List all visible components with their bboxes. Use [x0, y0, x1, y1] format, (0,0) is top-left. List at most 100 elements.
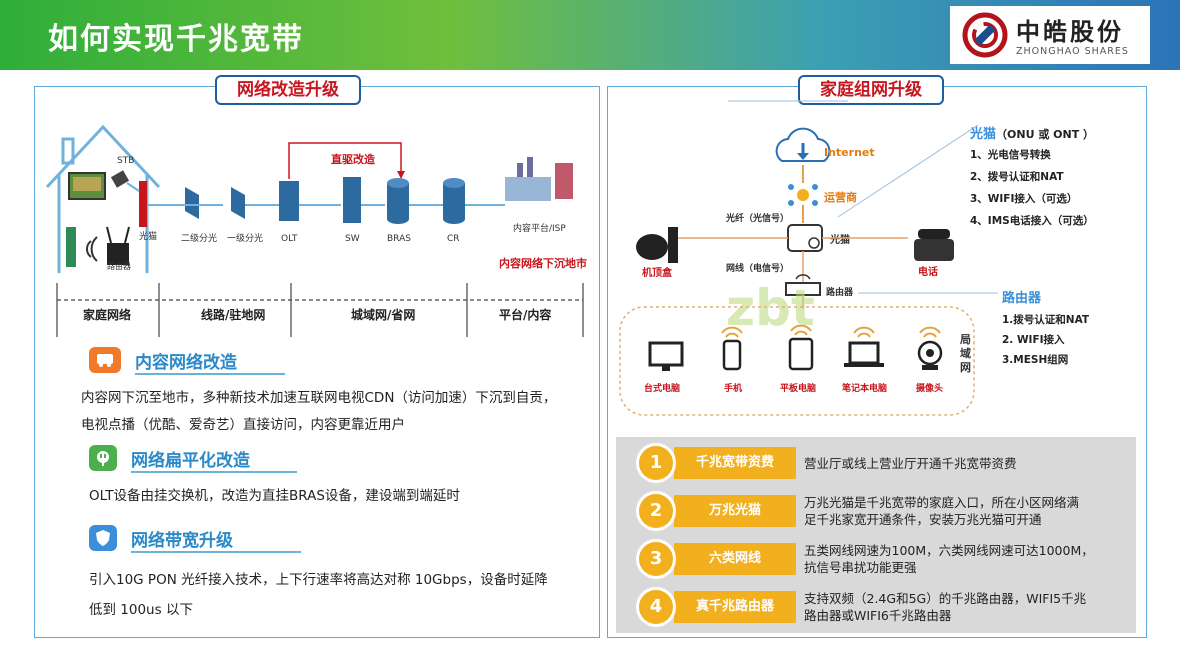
wifi-signal-icons [721, 324, 941, 338]
stb-label: 机顶盒 [642, 266, 673, 279]
step-row-4: 真千兆路由器 4 支持双频（2.4G和5G）的千兆路由器，WIFI5千兆 路由器… [616, 585, 1136, 629]
cable-label: 网线（电信号） [726, 262, 789, 274]
item-flatten-network: 网络扁平化改造 [89, 445, 250, 471]
isp-platform-icon [505, 157, 573, 201]
tv-icon [68, 172, 106, 200]
modem-icon [139, 181, 147, 227]
step-3-text: 五类网线网速为100M，六类网线网速可达1000M， 抗信号串扰功能更强 [804, 543, 1094, 575]
step-3-number: 3 [636, 539, 676, 579]
modem-info-item: 3、WIFI接入（可选） [970, 193, 1078, 205]
device-camera-label: 摄像头 [916, 382, 943, 394]
step-1-text: 营业厅或线上营业厅开通千兆宽带资费 [804, 455, 1017, 471]
device-desktop-label: 台式电脑 [644, 382, 680, 394]
modem-icon [787, 224, 823, 252]
item-flatten-network-title: 网络扁平化改造 [131, 450, 250, 471]
operator-icon [788, 184, 818, 206]
modem-label: 光猫 [139, 230, 157, 242]
cloud-icon [775, 127, 831, 162]
step-row-3: 六类网线 3 五类网线网速为100M，六类网线网速可达1000M， 抗信号串扰功… [616, 537, 1136, 581]
zone-dividers [56, 283, 584, 337]
network-upgrade-title: 网络改造升级 [215, 75, 361, 105]
stb-box-icon [110, 170, 130, 188]
shield-icon [89, 525, 117, 551]
page-title: 如何实现千兆宽带 [48, 22, 304, 57]
telephone-icon [914, 229, 954, 261]
camera-icon [917, 340, 943, 370]
router-label: 路由器 [107, 261, 131, 271]
tablet-icon [788, 337, 814, 371]
lan-label-1: 局 [959, 333, 971, 346]
zone-metro: 城域网/省网 [351, 307, 415, 322]
splitter-2-label: 二级分光 [181, 232, 217, 244]
phone-label: 电话 [918, 265, 938, 278]
device-tablet-label: 平板电脑 [780, 382, 816, 394]
content-sink-label: 内容网络下沉地市 [499, 256, 587, 270]
sw-label: SW [345, 234, 360, 244]
device-laptop-label: 笔记本电脑 [842, 382, 887, 394]
home-network-panel: 家庭组网升级 Internet 运营商 光纤（光信号） 光猫 [607, 75, 1147, 638]
modem-label: 光猫 [829, 233, 850, 246]
step-row-2: 万兆光猫 2 万兆光猫是千兆宽带的家庭入口，所在小区网络满 足千兆家宽开通条件，… [616, 489, 1136, 533]
step-1-label: 千兆宽带资费 [674, 447, 796, 479]
zone-home: 家庭网络 [83, 307, 131, 322]
operator-label: 运营商 [824, 190, 857, 204]
step-2-text: 万兆光猫是千兆宽带的家庭入口，所在小区网络满 足千兆家宽开通条件，安装万兆光猫可… [804, 495, 1080, 527]
olt-label: OLT [281, 234, 298, 244]
step-4-number: 4 [636, 587, 676, 627]
direct-link-label: 直驱改造 [331, 152, 376, 166]
home-network-diagram: Internet 运营商 光纤（光信号） 光猫 机顶盒 电话 [619, 100, 998, 416]
modem-info-box: 光猫（ONU 或 ONT ） 1、光电信号转换 2、拨号认证和NAT 3、WIF… [970, 123, 1146, 232]
modem-info-item: 4、IMS电话接入（可选） [970, 215, 1094, 227]
logo-text-cn: 中皓股份 [1016, 17, 1124, 46]
bras-label: BRAS [387, 234, 411, 244]
modem-info-item: 2、拨号认证和NAT [970, 171, 1064, 183]
item-bandwidth-upgrade: 网络带宽升级 [89, 525, 233, 551]
network-topology-diagram: STB 光猫 路由器 二级分光 一级分光 OLT [45, 124, 587, 337]
lan-label-2: 域 [960, 346, 971, 360]
router-info-item: 3.MESH组网 [1002, 354, 1069, 366]
router-info-item: 1.拨号认证和NAT [1002, 314, 1090, 326]
desktop-icon [648, 341, 684, 371]
step-1-number: 1 [636, 443, 676, 483]
home-network-title: 家庭组网升级 [798, 75, 944, 105]
fiber-label: 光纤（光信号） [725, 212, 789, 224]
splitter-1-icon [231, 187, 281, 219]
router-info-box: 路由器 1.拨号认证和NAT 2. WIFI接入 3.MESH组网 [1002, 287, 1142, 370]
step-4-text: 支持双频（2.4G和5G）的千兆路由器，WIFI5千兆 路由器或WIFI6千兆路… [804, 591, 1087, 623]
splitter-2-icon [183, 187, 223, 219]
lan-box [619, 306, 975, 416]
device-phone-label: 手机 [724, 382, 742, 394]
bras-icon [387, 178, 409, 224]
stb-icon [636, 227, 678, 263]
direct-link-arrow [288, 142, 405, 179]
item-content-network-title: 内容网络改造 [135, 352, 237, 373]
plug-icon [89, 445, 117, 471]
router-info-item: 2. WIFI接入 [1002, 334, 1065, 346]
step-row-1: 千兆宽带资费 1 营业厅或线上营业厅开通千兆宽带资费 [616, 441, 1136, 485]
switch-icon [343, 177, 361, 223]
upgrade-steps: 千兆宽带资费 1 营业厅或线上营业厅开通千兆宽带资费 万兆光猫 2 万兆光猫是千… [616, 437, 1136, 633]
modem-info-title-cn: 光猫 [970, 127, 997, 142]
header-bar: 如何实现千兆宽带 中皓股份 ZHONGHAO SHARES [0, 0, 1180, 70]
zone-platform: 平台/内容 [499, 307, 551, 322]
logo-text-en: ZHONGHAO SHARES [1016, 46, 1129, 57]
step-4-label: 真千兆路由器 [674, 591, 796, 623]
step-3-label: 六类网线 [674, 543, 796, 575]
olt-icon [279, 181, 299, 221]
bus-icon [89, 347, 121, 373]
lan-label-3: 网 [960, 361, 971, 374]
modem-info-item: 1、光电信号转换 [970, 149, 1051, 161]
laptop-icon [844, 341, 884, 367]
item-content-network: 内容网络改造 [89, 347, 237, 373]
router-label: 路由器 [826, 286, 854, 298]
company-logo: 中皓股份 ZHONGHAO SHARES [950, 6, 1150, 64]
isp-label: 内容平台/ISP [513, 222, 566, 234]
router-info-title: 路由器 [1002, 291, 1042, 306]
internet-label: Internet [824, 146, 875, 159]
cr-label: CR [447, 234, 460, 244]
step-2-label: 万兆光猫 [674, 495, 796, 527]
zone-line: 线路/驻地网 [201, 307, 265, 322]
stb-label: STB [117, 156, 134, 166]
watermark: zbt [726, 279, 815, 337]
item-bandwidth-upgrade-title: 网络带宽升级 [131, 530, 233, 551]
